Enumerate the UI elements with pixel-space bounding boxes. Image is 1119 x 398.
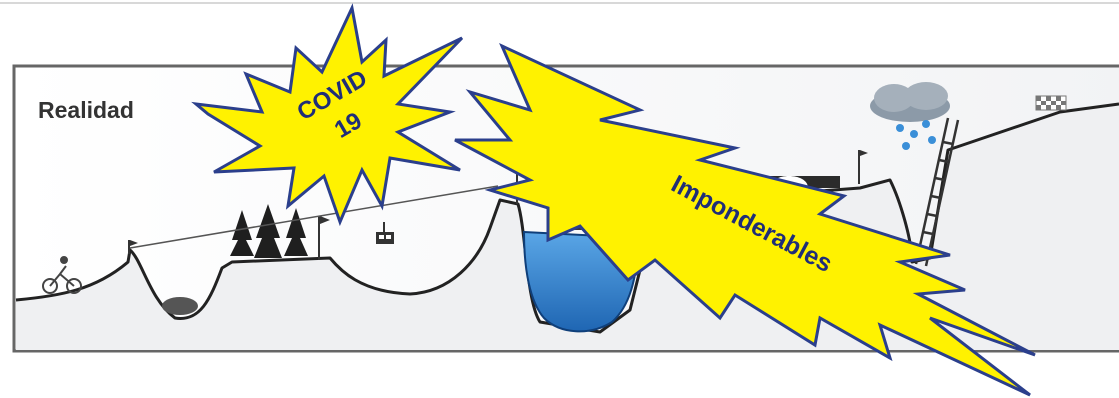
scene-title: Realidad (38, 97, 134, 123)
finish-flag-icon (1036, 96, 1066, 110)
canyon-rocks (162, 297, 198, 315)
trees-icon (230, 204, 308, 258)
